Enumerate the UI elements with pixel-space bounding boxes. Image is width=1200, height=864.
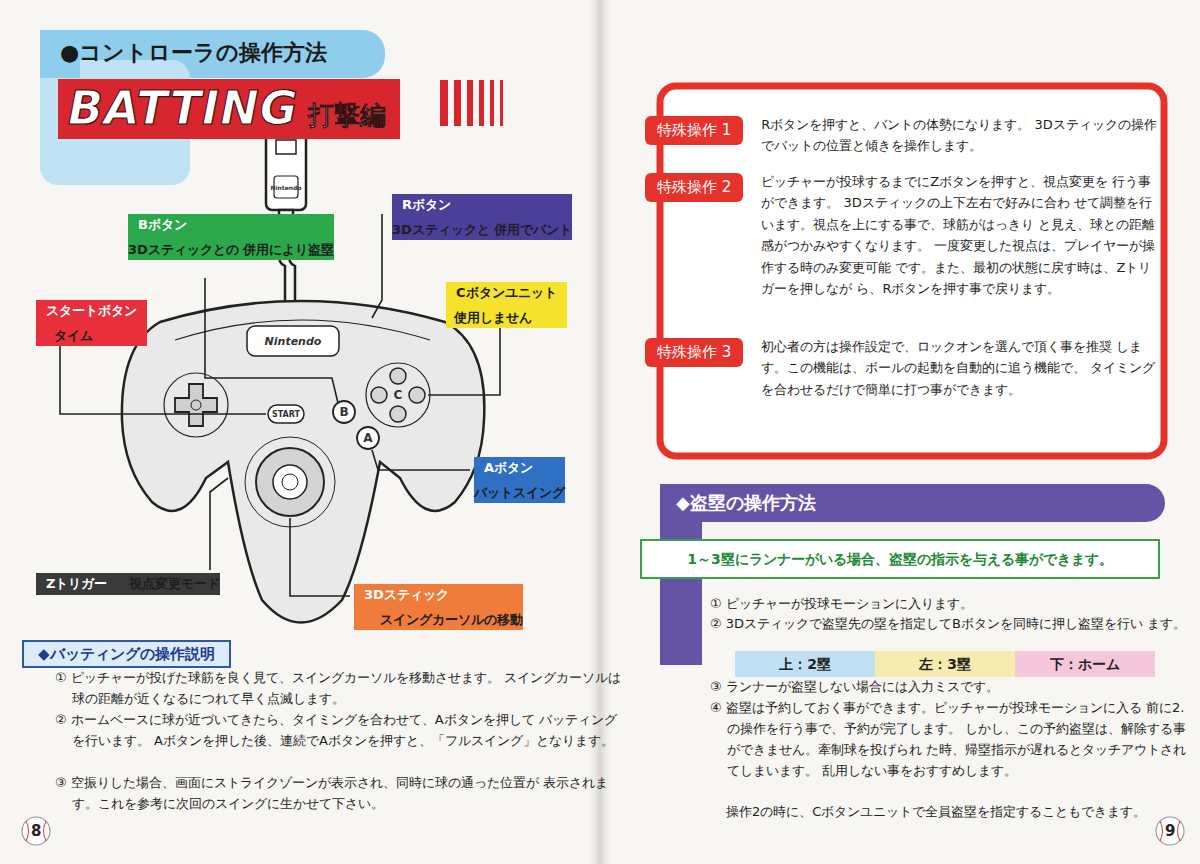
description: バットスイング bbox=[474, 484, 565, 503]
tag-label: Bボタン bbox=[128, 214, 197, 236]
page-number: 9 bbox=[1165, 822, 1175, 840]
controller bbox=[122, 132, 484, 623]
button-callout: 3Dスティックスイングカーソルの移動 bbox=[354, 584, 523, 630]
button-callout: Rボタン 3Dスティックと 併用でバント bbox=[392, 194, 572, 240]
heading-text: 左：3塁 bbox=[919, 656, 971, 672]
step-text: ② 3Dスティックで盗塁先の塁を指定してBボタンを同時に押し盗塁を行い ます。 bbox=[710, 613, 1187, 634]
heading-text: 1～3塁にランナーがいる場合、盗塁の指示を与える事ができます。 bbox=[687, 551, 1112, 567]
banner-stripes bbox=[440, 80, 503, 126]
description: 視点変更モード bbox=[129, 575, 220, 594]
banner-word: BATTING bbox=[68, 81, 298, 135]
special-op: 特殊操作 2 ピッチャーが投球するまでにZボタンを押すと、視点変更を 行う事ができ… bbox=[645, 173, 1159, 300]
button-callout: Cボタンユニット使用しません bbox=[446, 282, 567, 328]
heading-text: ◆バッティングの操作説明 bbox=[38, 645, 215, 663]
key-cell: 下：ホーム bbox=[1015, 651, 1155, 677]
button-text: B bbox=[339, 405, 348, 419]
brand-logo: Nintendo bbox=[265, 335, 322, 348]
step-text: ③ ランナーが盗塁しない場合には入力ミスです。 bbox=[710, 676, 1187, 697]
page-heading: ●コントローラの操作方法 bbox=[60, 38, 327, 68]
tag-label: スタートボタン bbox=[36, 300, 147, 322]
tag-label: Cボタンユニット bbox=[446, 282, 567, 304]
description: タイム bbox=[54, 327, 147, 346]
heading-text: ◆盗塁の操作方法 bbox=[676, 492, 816, 513]
section-heading: ◆バッティングの操作説明 bbox=[22, 640, 231, 668]
tag-label: 特殊操作 2 bbox=[645, 173, 743, 202]
step-text: ① ピッチャーが投げた球筋を良く見て、スイングカーソルを移動させます。 スイング… bbox=[55, 667, 627, 709]
step-text: ④ 盗塁は予約しておく事ができます。ピッチャーが投球モーションに入る 前に2.の… bbox=[710, 697, 1189, 781]
tag-label: 特殊操作 1 bbox=[645, 116, 743, 145]
heading-text: 下：ホーム bbox=[1050, 656, 1120, 672]
key-cell: 左：3塁 bbox=[875, 651, 1015, 677]
heading-text: 上：2塁 bbox=[779, 656, 831, 672]
description: 初心者の方は操作設定で、ロックオンを選んで頂く事を推奨 します。この機能は、ボー… bbox=[761, 336, 1159, 400]
key-cell: 上：2塁 bbox=[735, 651, 875, 677]
title-banner: BATTING 打撃編 bbox=[58, 79, 400, 139]
banner-subtitle: 打撃編 bbox=[308, 98, 386, 133]
step-text: ① ピッチャーが投球モーションに入ります。 bbox=[710, 593, 1187, 614]
description: 3Dスティックと 併用でバント bbox=[392, 221, 572, 240]
special-op: 特殊操作 3 初心者の方は操作設定で、ロックオンを選んで頂く事を推奨 します。この… bbox=[645, 338, 1159, 400]
section-heading: ◆盗塁の操作方法 bbox=[660, 484, 1165, 522]
brand-logo: Nintendo bbox=[271, 184, 302, 191]
step-text: ③ 空振りした場合、画面にストライクゾーンが表示され、同時に球の通った位置が 表… bbox=[55, 772, 612, 814]
ball-seam bbox=[26, 821, 1180, 841]
note-box: 1～3塁にランナーがいる場合、盗塁の指示を与える事ができます。 bbox=[640, 539, 1160, 579]
steal-bar bbox=[660, 515, 702, 665]
tag-label: 3Dスティック bbox=[354, 584, 459, 606]
description: Rボタンを押すと、バントの体勢になります。 3Dスティックの操作でバットの位置と… bbox=[761, 114, 1159, 157]
description: スイングカーソルの移動 bbox=[380, 611, 523, 630]
step-text: 操作2の時に、Cボタンユニットで全員盗塁を指定することもできます。 bbox=[726, 801, 1200, 822]
step-text: ② ホームベースに球が近づいてきたら、タイミングを合わせて、Aボタンを押して バ… bbox=[55, 709, 627, 751]
button-callout: Aボタンバットスイング bbox=[474, 457, 565, 503]
tag-label: Rボタン bbox=[392, 194, 461, 216]
button-text: A bbox=[363, 431, 372, 445]
tag-label: Zトリガー bbox=[36, 573, 117, 595]
button-callout: Bボタン 3Dスティックとの 併用により盗塁 bbox=[128, 214, 334, 260]
leader-line bbox=[60, 214, 500, 596]
button-callout: Zトリガー視点変更モード bbox=[36, 573, 220, 595]
page-number: 8 bbox=[31, 822, 41, 840]
tag-label: 特殊操作 3 bbox=[645, 338, 743, 367]
button-callout: スタートボタンタイム bbox=[36, 300, 147, 346]
tag-label: Aボタン bbox=[474, 457, 543, 479]
description: 3Dスティックとの 併用により盗塁 bbox=[128, 241, 334, 260]
special-op: 特殊操作 1 Rボタンを押すと、バントの体勢になります。 3Dスティックの操作でバ… bbox=[645, 116, 1159, 157]
description: ピッチャーが投球するまでにZボタンを押すと、視点変更を 行う事ができます。 3D… bbox=[761, 171, 1159, 300]
button-text: C bbox=[394, 388, 403, 402]
description: 使用しません bbox=[454, 309, 567, 328]
button-text: START bbox=[272, 410, 300, 419]
